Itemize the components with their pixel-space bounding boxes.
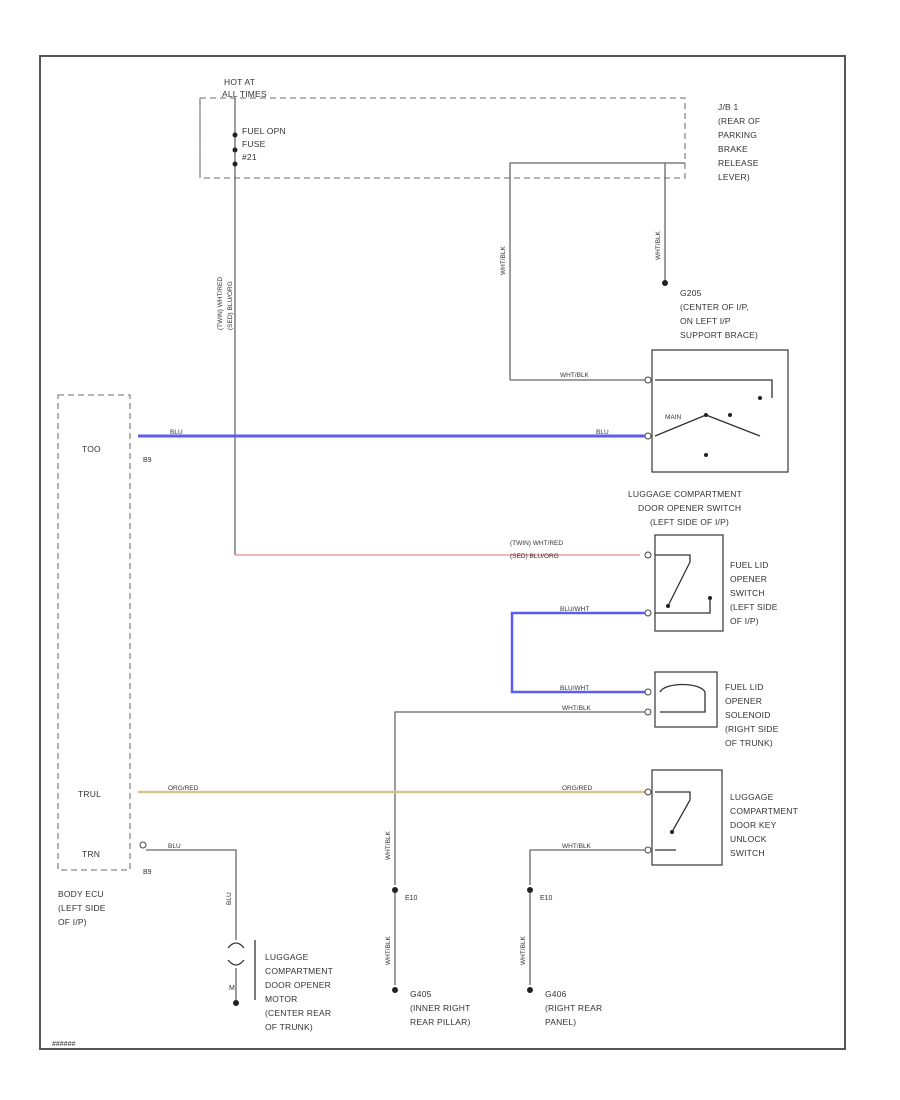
svg-text:ORG/RED: ORG/RED (168, 785, 199, 792)
wire-whtblk-left: WHT/BLK (500, 245, 507, 275)
svg-text:(LEFT SIDE: (LEFT SIDE (58, 903, 106, 913)
svg-text:UNLOCK: UNLOCK (730, 834, 767, 844)
svg-text:DOOR OPENER SWITCH: DOOR OPENER SWITCH (638, 503, 741, 513)
svg-text:E10: E10 (405, 895, 418, 902)
svg-text:ON LEFT I/P: ON LEFT I/P (680, 316, 731, 326)
fuse-label-3: #21 (242, 152, 257, 162)
svg-text:G205: G205 (680, 288, 702, 298)
svg-text:COMPARTMENT: COMPARTMENT (265, 966, 333, 976)
wire-blu: BLU BLU (138, 429, 645, 438)
svg-text:SOLENOID: SOLENOID (725, 710, 771, 720)
wire-whtblk-main: WHT/BLK (560, 372, 590, 379)
fuse-output-wire: (TWIN) WHT/RED (SED) BLU/ORG (217, 175, 640, 556)
wire-blu-wht: BLU/WHT BLU/WHT (510, 606, 645, 694)
svg-text:FUEL LID: FUEL LID (730, 560, 769, 570)
fuse-out-label-2: (SED) BLU/ORG (227, 281, 234, 330)
svg-text:(CENTER REAR: (CENTER REAR (265, 1008, 331, 1018)
ground-g205: G205 (CENTER OF I/P, ON LEFT I/P SUPPORT… (680, 288, 758, 340)
svg-text:LUGGAGE: LUGGAGE (265, 952, 309, 962)
svg-text:B9: B9 (143, 457, 152, 464)
main-label: MAIN (665, 414, 682, 421)
fuel-lid-opener-switch: FUEL LID OPENER SWITCH (LEFT SIDE OF I/P… (644, 534, 778, 632)
jb-loop-wires: WHT/BLK WHT/BLK WHT/BLK (500, 162, 685, 381)
jb-loc-1: J/B 1 (718, 102, 738, 112)
fuse-out-label-1: (TWIN) WHT/RED (217, 277, 224, 330)
svg-text:COMPARTMENT: COMPARTMENT (730, 806, 798, 816)
fuse-label-2: FUSE (242, 139, 266, 149)
svg-text:(CENTER OF I/P,: (CENTER OF I/P, (680, 302, 749, 312)
wire-key-ground: WHT/BLK WHT/BLK E10 G406 (RIGHT REAR PAN… (520, 843, 645, 1027)
fuse-label-1: FUEL OPN (242, 126, 286, 136)
svg-text:G405: G405 (410, 989, 432, 999)
svg-text:WHT/BLK: WHT/BLK (385, 830, 392, 860)
svg-text:OF I/P): OF I/P) (730, 616, 759, 626)
wire-trn-motor: BLU BLU M LUGGAGE COMPARTMENT DOOR OPENE… (139, 841, 333, 1032)
svg-text:TRUL: TRUL (78, 789, 101, 799)
svg-text:BLU: BLU (226, 892, 233, 905)
svg-text:WHT/BLK: WHT/BLK (520, 935, 527, 965)
svg-text:(INNER RIGHT: (INNER RIGHT (410, 1003, 470, 1013)
svg-text:BLU: BLU (596, 429, 609, 436)
svg-text:TOO: TOO (82, 444, 101, 454)
svg-text:DOOR KEY: DOOR KEY (730, 820, 777, 830)
svg-text:OF TRUNK): OF TRUNK) (725, 738, 773, 748)
svg-text:BLU: BLU (170, 429, 183, 436)
wire-org-red: ORG/RED ORG/RED (138, 785, 645, 794)
svg-text:OPENER: OPENER (730, 574, 767, 584)
jb-loc-5: RELEASE (718, 158, 759, 168)
svg-text:BLU/WHT: BLU/WHT (560, 606, 589, 613)
svg-text:LUGGAGE: LUGGAGE (730, 792, 774, 802)
svg-text:BLU/WHT: BLU/WHT (560, 685, 589, 692)
svg-text:SWITCH: SWITCH (730, 848, 765, 858)
svg-text:(RIGHT REAR: (RIGHT REAR (545, 1003, 602, 1013)
diagram-frame (39, 55, 846, 1050)
svg-text:B9: B9 (143, 869, 152, 876)
svg-text:E10: E10 (540, 895, 553, 902)
svg-text:SUPPORT BRACE): SUPPORT BRACE) (680, 330, 758, 340)
svg-text:OPENER: OPENER (725, 696, 762, 706)
svg-text:BLU: BLU (168, 843, 181, 850)
junction-block: HOT AT ALL TIMES FUEL OPN FUSE #21 J/B 1… (199, 77, 760, 182)
svg-text:LUGGAGE COMPARTMENT: LUGGAGE COMPARTMENT (628, 489, 742, 499)
svg-text:OF I/P): OF I/P) (58, 917, 87, 927)
hot-label-1: HOT AT (224, 77, 255, 87)
svg-text:M: M (229, 985, 235, 992)
svg-text:BODY ECU: BODY ECU (58, 889, 104, 899)
svg-text:(LEFT SIDE: (LEFT SIDE (730, 602, 778, 612)
body-ecu: TOO TRUL TRN B9 B9 BODY ECU (LEFT SIDE O… (57, 394, 152, 927)
svg-text:TRN: TRN (82, 849, 100, 859)
key-unlock-switch: LUGGAGE COMPARTMENT DOOR KEY UNLOCK SWIT… (644, 769, 798, 866)
wire-whtblk-right: WHT/BLK (655, 230, 662, 260)
svg-text:(LEFT SIDE OF I/P): (LEFT SIDE OF I/P) (650, 517, 729, 527)
svg-text:DOOR OPENER: DOOR OPENER (265, 980, 331, 990)
svg-text:OF TRUNK): OF TRUNK) (265, 1022, 313, 1032)
svg-text:G406: G406 (545, 989, 567, 999)
wire-label-twin: (TWIN) WHT/RED (510, 540, 563, 547)
svg-text:PANEL): PANEL) (545, 1017, 576, 1027)
svg-text:MOTOR: MOTOR (265, 994, 297, 1004)
svg-text:SWITCH: SWITCH (730, 588, 765, 598)
diagram-id: ###### (52, 1041, 75, 1048)
luggage-opener-switch: MAIN LUGGAGE COMPARTMENT DOOR OPENER SWI… (628, 349, 789, 527)
hot-label-2: ALL TIMES (222, 89, 267, 99)
fuel-lid-solenoid: FUEL LID OPENER SOLENOID (RIGHT SIDE OF … (644, 671, 779, 748)
svg-text:FUEL LID: FUEL LID (725, 682, 764, 692)
jb-loc-3: PARKING (718, 130, 757, 140)
svg-text:(RIGHT SIDE: (RIGHT SIDE (725, 724, 779, 734)
wire-solenoid-ground: WHT/BLK WHT/BLK WHT/BLK E10 G405 (INNER … (385, 705, 645, 1027)
svg-text:REAR PILLAR): REAR PILLAR) (410, 1017, 471, 1027)
svg-text:ORG/RED: ORG/RED (562, 785, 593, 792)
wire-label-sed: (SED) BLU/ORG (510, 553, 559, 560)
jb-loc-2: (REAR OF (718, 116, 760, 126)
jb-loc-4: BRAKE (718, 144, 748, 154)
svg-text:WHT/BLK: WHT/BLK (385, 935, 392, 965)
jb-loc-6: LEVER) (718, 172, 750, 182)
svg-text:WHT/BLK: WHT/BLK (562, 843, 592, 850)
svg-text:WHT/BLK: WHT/BLK (562, 705, 592, 712)
